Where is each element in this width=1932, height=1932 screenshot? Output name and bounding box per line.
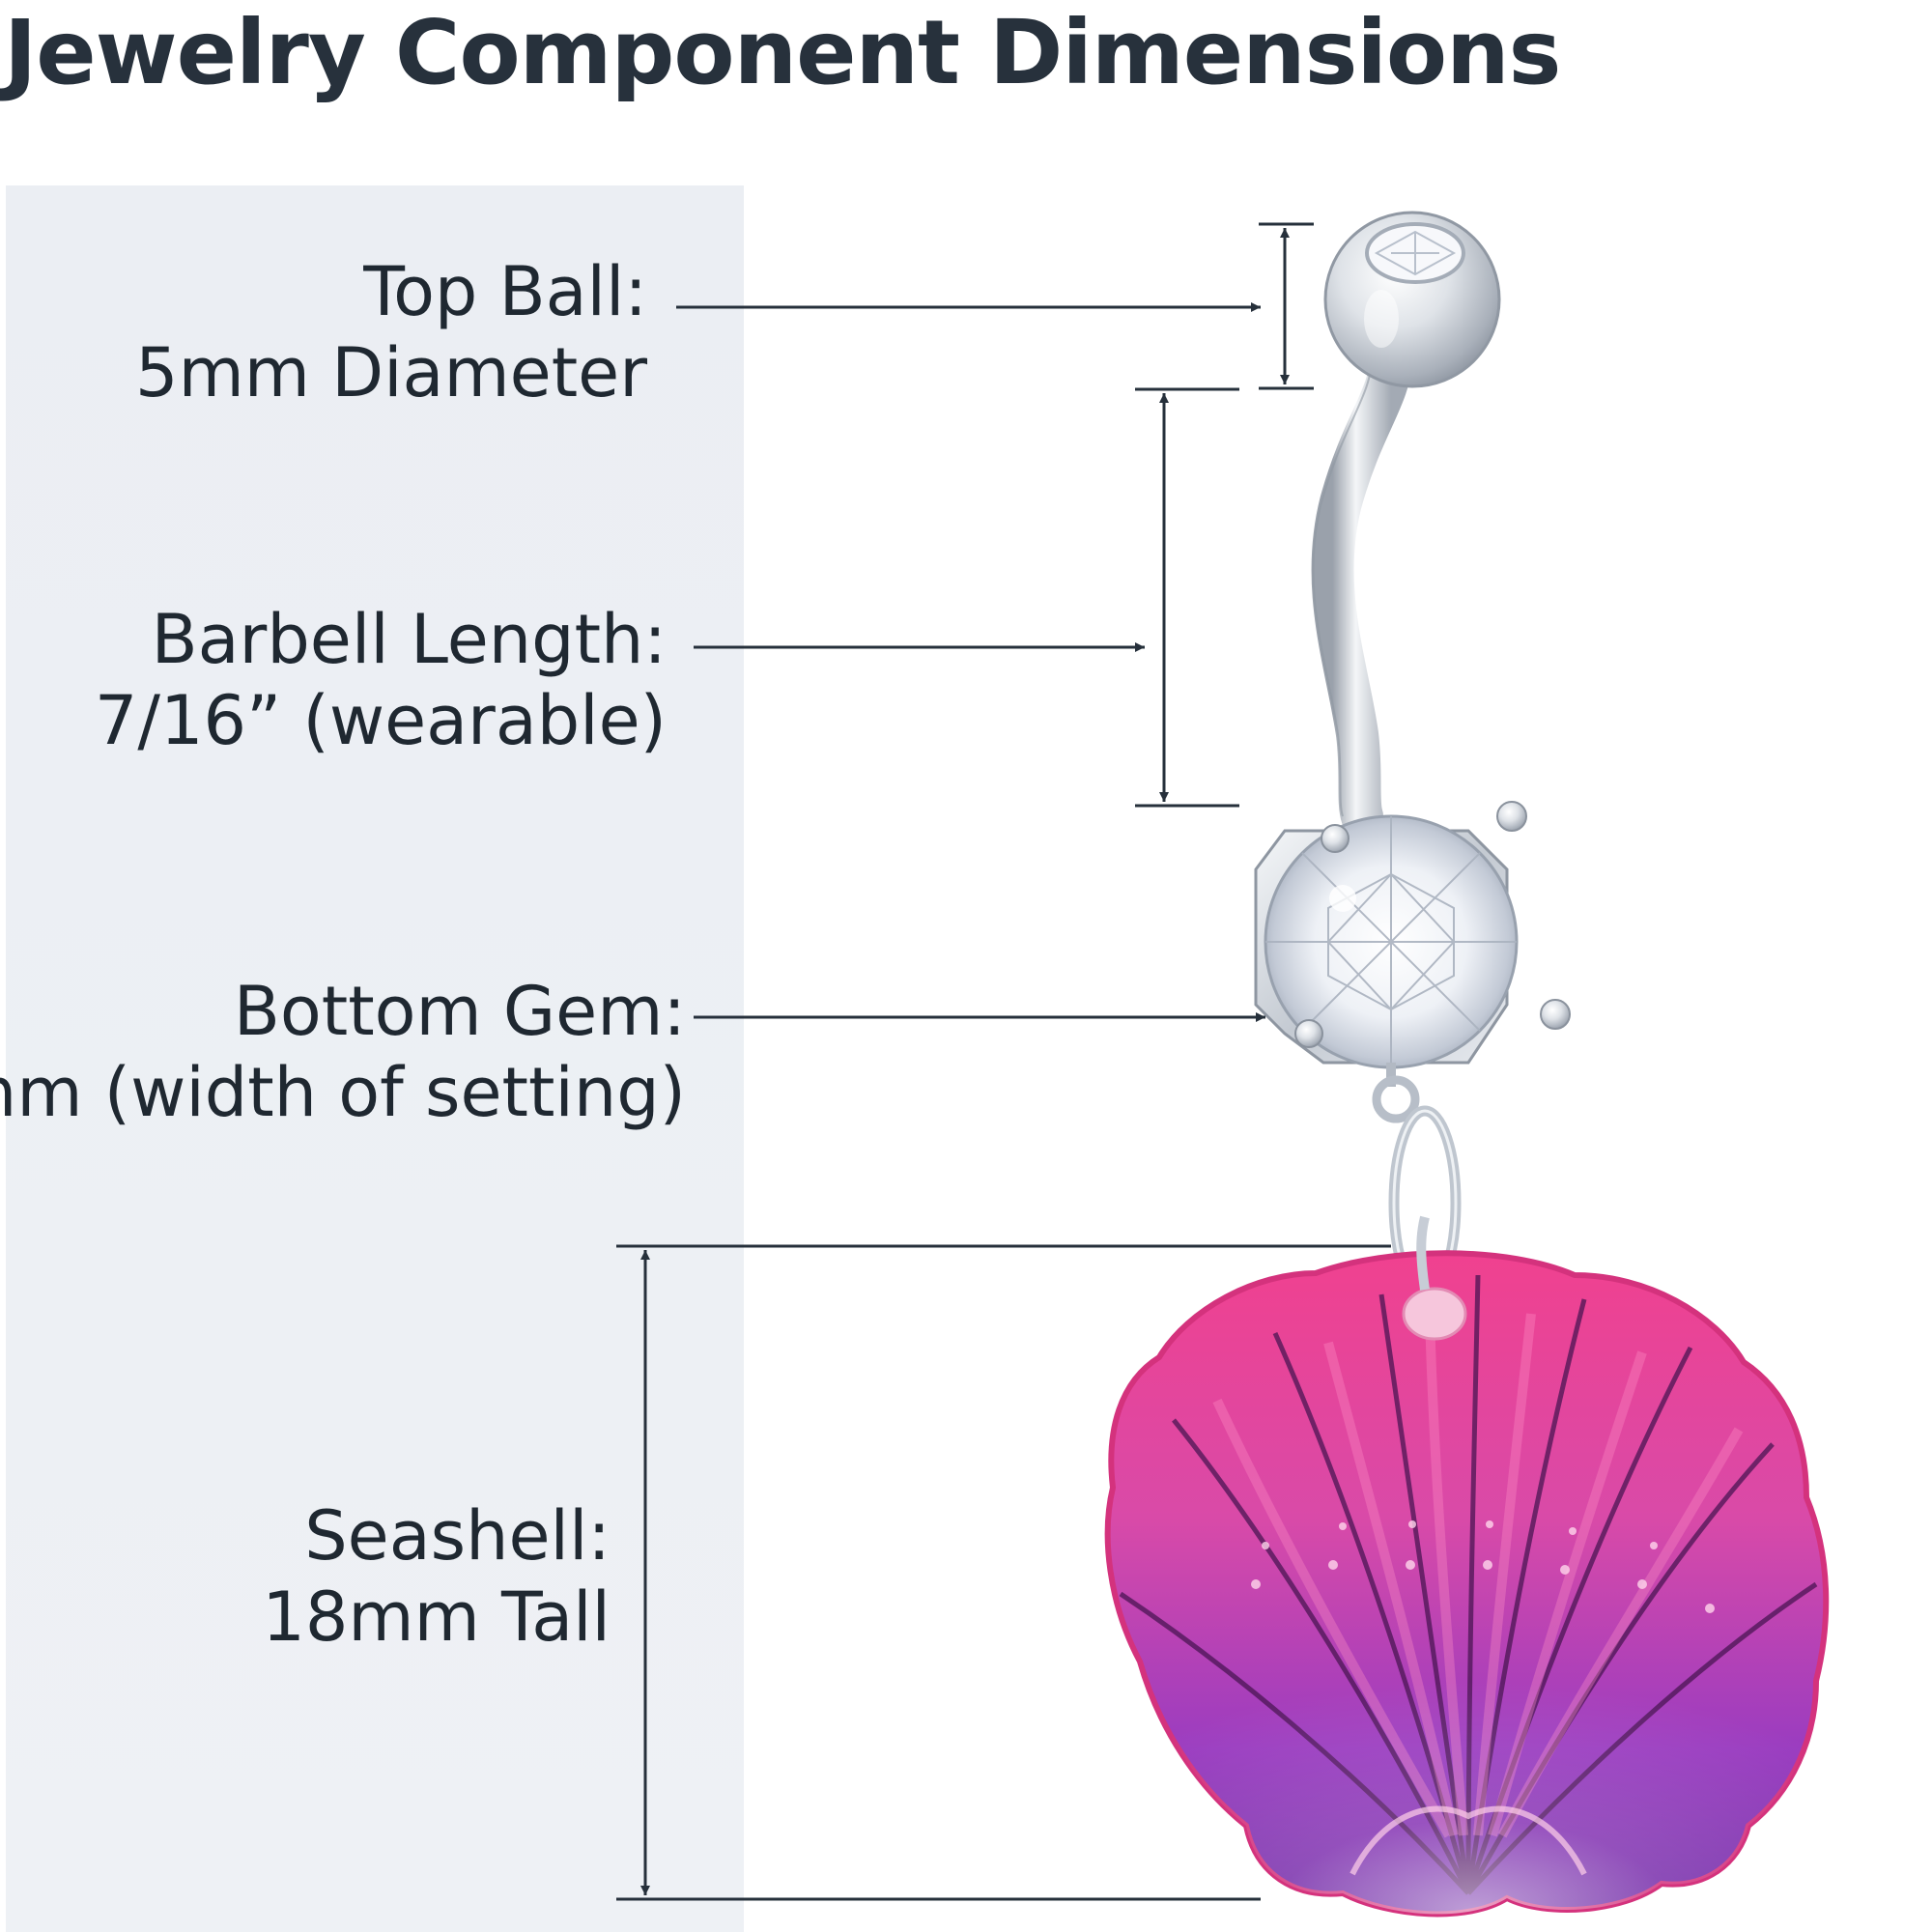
top-ball-value: 5mm Diameter xyxy=(135,333,647,412)
dimension-lines xyxy=(616,222,1391,1901)
seashell-value: 18mm Tall xyxy=(262,1577,611,1657)
bottom-gem-name: Bottom Gem: xyxy=(233,972,686,1051)
barbell-shaft xyxy=(1311,336,1412,838)
bottom-gem xyxy=(1254,801,1571,1069)
barbell-value: 7/16” (wearable) xyxy=(94,681,667,760)
seashell-charm xyxy=(1104,1215,1830,1918)
callout-seashell: Seashell: 18mm Tall xyxy=(262,1495,611,1658)
label-panel xyxy=(6,185,744,1932)
barbell-name: Barbell Length: xyxy=(151,600,667,679)
page-title: Jewelry Component Dimensions xyxy=(4,1,1561,104)
top-ball xyxy=(1323,211,1501,388)
seashell-name: Seashell: xyxy=(304,1496,611,1576)
callout-bottom-gem: Bottom Gem: 8mm (width of setting) xyxy=(0,971,686,1133)
top-ball-name: Top Ball: xyxy=(363,252,647,331)
callout-barbell: Barbell Length: 7/16” (wearable) xyxy=(95,599,667,761)
callout-top-ball: Top Ball: 5mm Diameter xyxy=(135,251,647,413)
belly-ring-illustration xyxy=(1104,211,1830,1918)
bottom-gem-value: 8mm (width of setting) xyxy=(0,1053,686,1132)
